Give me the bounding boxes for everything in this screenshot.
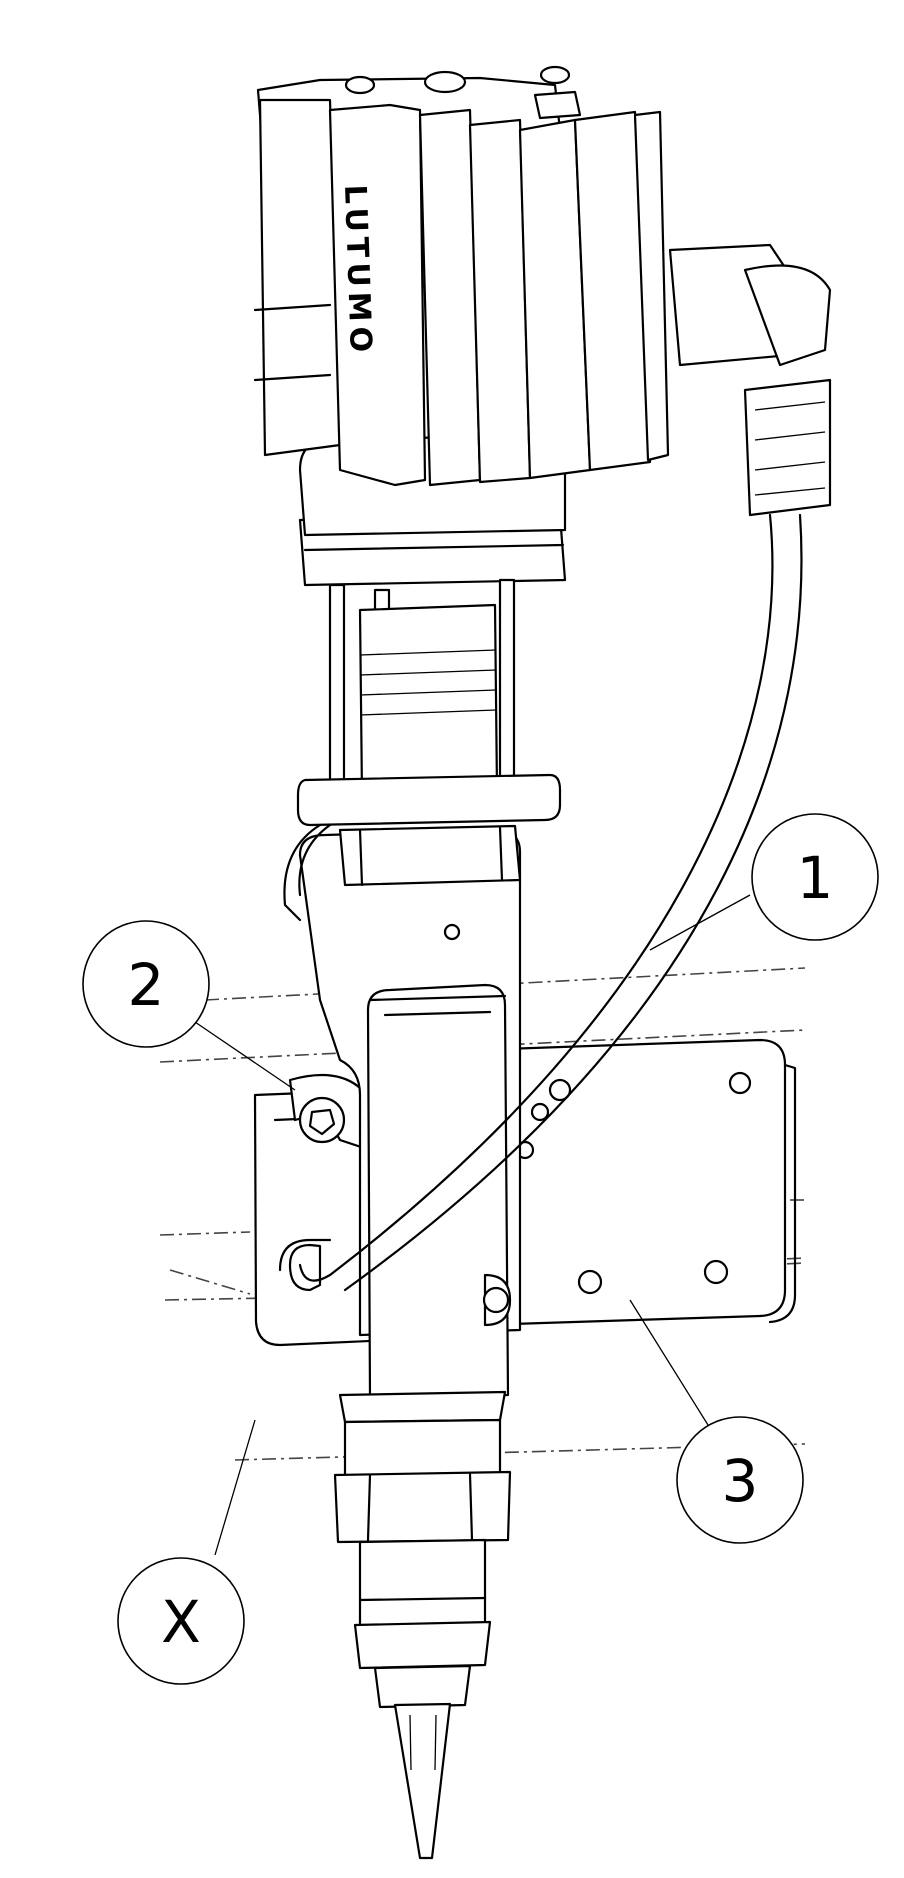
callout-label: 1: [797, 844, 834, 912]
callout-3: 3: [676, 1416, 804, 1544]
valve-body: [298, 828, 522, 1424]
callout-x: X: [117, 1557, 245, 1685]
clamp-screw: [298, 1096, 346, 1144]
logo-text: LUTUMO: [337, 184, 378, 358]
callout-leaders: [194, 894, 751, 1556]
callout-label: X: [161, 1588, 201, 1656]
callout-1: 1: [751, 813, 879, 941]
callout-2: 2: [82, 920, 210, 1048]
callout-label: 3: [722, 1447, 759, 1515]
motor-housing: LUTUMO: [253, 65, 832, 537]
nozzle-assembly: [333, 1418, 512, 1860]
plate-hole: [703, 1259, 729, 1285]
cable: [283, 513, 803, 1292]
plate-hole: [530, 1102, 550, 1122]
coupling-section: [296, 513, 567, 887]
mounting-plate: [473, 1038, 797, 1327]
plate-hole: [728, 1071, 752, 1095]
logo: LUTUMO: [337, 184, 378, 358]
plate-hole: [577, 1269, 603, 1295]
plate-hole: [548, 1078, 572, 1102]
callout-label: 2: [128, 951, 165, 1019]
